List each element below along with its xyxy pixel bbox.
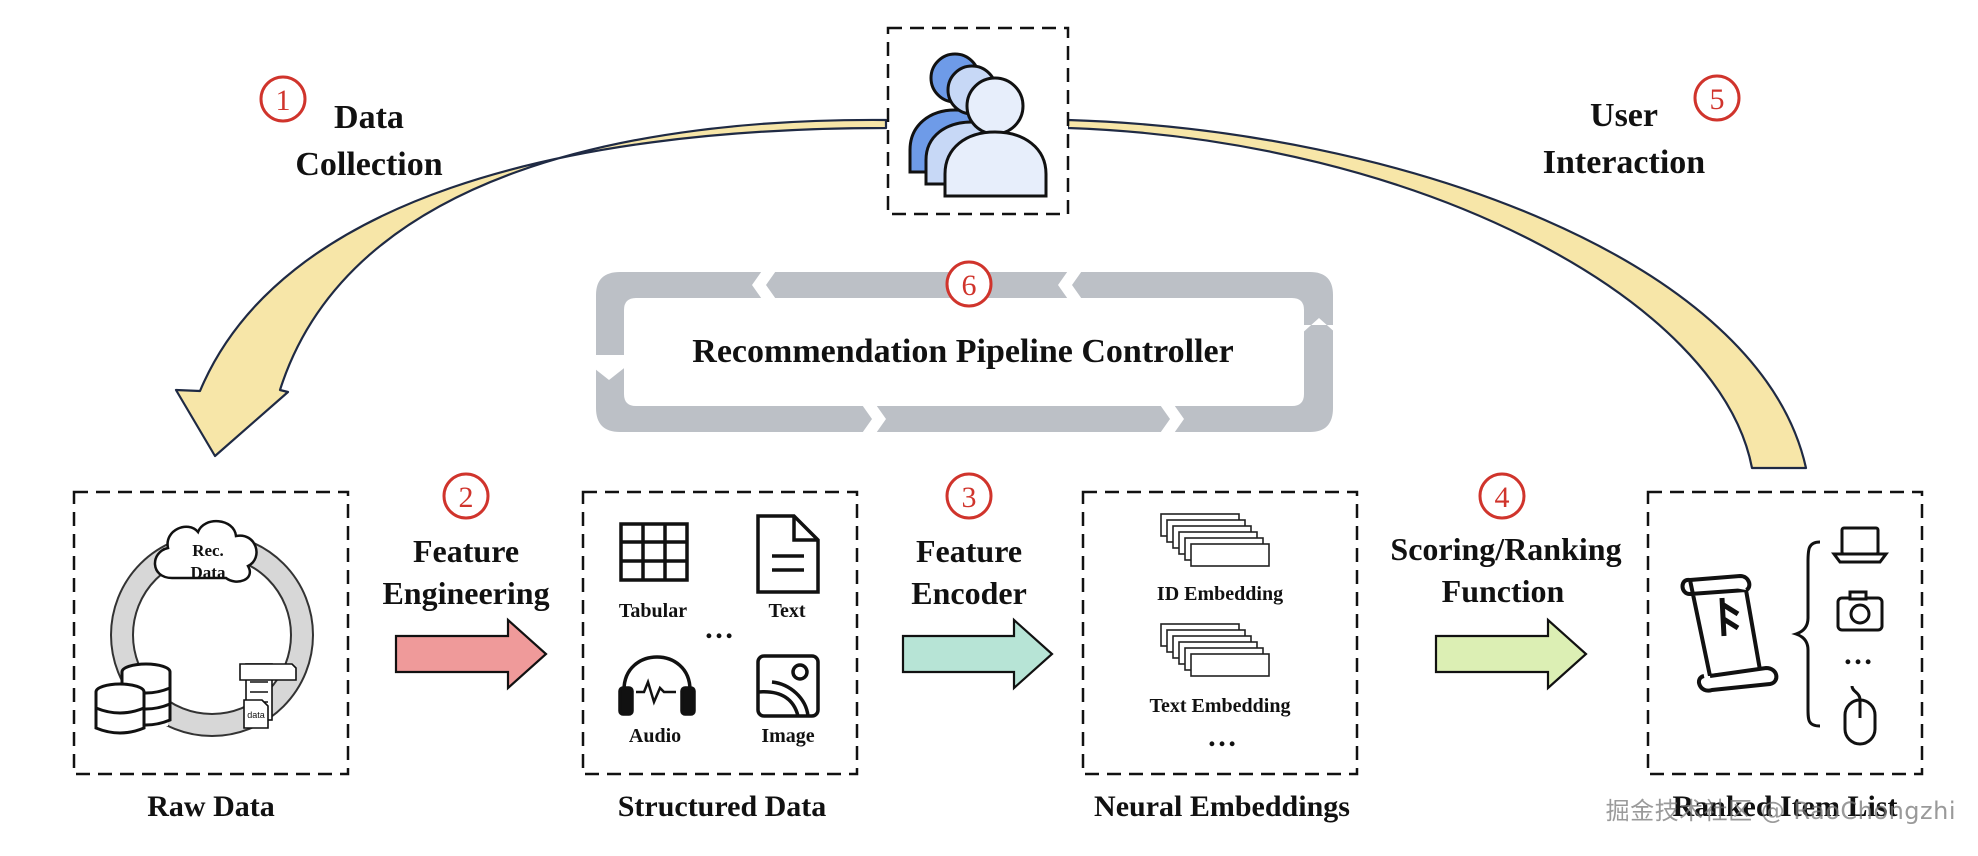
document-icon: data	[239, 663, 297, 729]
text-label: Text	[768, 600, 805, 622]
step-4-number: 4	[1495, 481, 1510, 514]
id-embedding-label: ID Embedding	[1157, 583, 1283, 605]
step-3-label-line-1: Feature	[916, 533, 1022, 569]
neural-embeddings-title: Neural Embeddings	[1094, 790, 1350, 823]
ranked-item-list-box	[1646, 490, 1924, 776]
text-file-icon	[756, 514, 820, 594]
step-5-label-line-2: Interaction	[1543, 144, 1706, 181]
step-6-number: 6	[962, 269, 977, 302]
step-6-badge: 6	[945, 260, 993, 308]
audio-label: Audio	[629, 725, 681, 747]
users-icon	[908, 52, 1048, 198]
user-interaction-arc	[1066, 118, 1808, 470]
tabular-label: Tabular	[619, 600, 687, 622]
step-3-badge: 3	[945, 472, 993, 520]
step-1-label-line-2: Collection	[295, 146, 442, 183]
structured-ellipsis: …	[704, 612, 734, 645]
cloud-icon	[153, 519, 258, 583]
cloud-label-line-2: Data	[191, 563, 226, 582]
step-2-label-line-1: Feature	[413, 533, 519, 569]
image-icon	[756, 654, 820, 718]
scroll-icon	[1680, 573, 1779, 693]
headphones-icon	[618, 655, 696, 716]
step-2-label-line-2: Engineering	[382, 575, 549, 611]
embeddings-ellipsis: …	[1207, 720, 1237, 753]
step-4-label-line-2: Function	[1442, 573, 1565, 609]
camera-icon	[1836, 590, 1884, 632]
ranked-ellipsis: …	[1843, 638, 1873, 671]
step-2-badge: 2	[442, 472, 490, 520]
step-5-badge: 5	[1693, 74, 1741, 122]
raw-data-title: Raw Data	[147, 790, 275, 823]
mouse-icon	[1843, 685, 1877, 746]
step-3-number: 3	[962, 481, 977, 514]
pipeline-controller-label: Recommendation Pipeline Controller	[692, 333, 1233, 370]
watermark: 掘金技术社区 @ RaoChongzhi	[1605, 797, 1956, 825]
pipeline-controller-loop	[590, 268, 1338, 436]
table-icon	[619, 522, 689, 582]
step-2-number: 2	[459, 481, 474, 514]
feature-engineering-arrow	[394, 617, 548, 691]
step-4-label-line-1: Scoring/Ranking	[1390, 531, 1621, 567]
document-label: data	[247, 710, 265, 720]
feature-encoder-arrow	[901, 617, 1054, 691]
database-icon	[94, 662, 172, 735]
step-5-label-line-1: User	[1590, 97, 1658, 134]
step-3-label-line-2: Encoder	[911, 575, 1027, 611]
ranked-item-list-title: Ranked Item List	[1672, 790, 1897, 823]
structured-data-title: Structured Data	[618, 790, 827, 823]
laptop-icon	[1831, 526, 1889, 564]
data-collection-arc-arrow	[174, 118, 888, 458]
image-label: Image	[761, 725, 814, 747]
brace	[1791, 540, 1821, 728]
step-1-label-line-1: Data	[334, 99, 404, 136]
step-1-number: 1	[276, 84, 291, 117]
cloud-label-line-1: Rec.	[192, 541, 224, 560]
scoring-function-arrow	[1434, 617, 1588, 691]
step-5-number: 5	[1710, 83, 1725, 116]
step-4-badge: 4	[1478, 472, 1526, 520]
step-1-badge: 1	[259, 75, 307, 123]
text-embedding-label: Text Embedding	[1150, 695, 1291, 717]
